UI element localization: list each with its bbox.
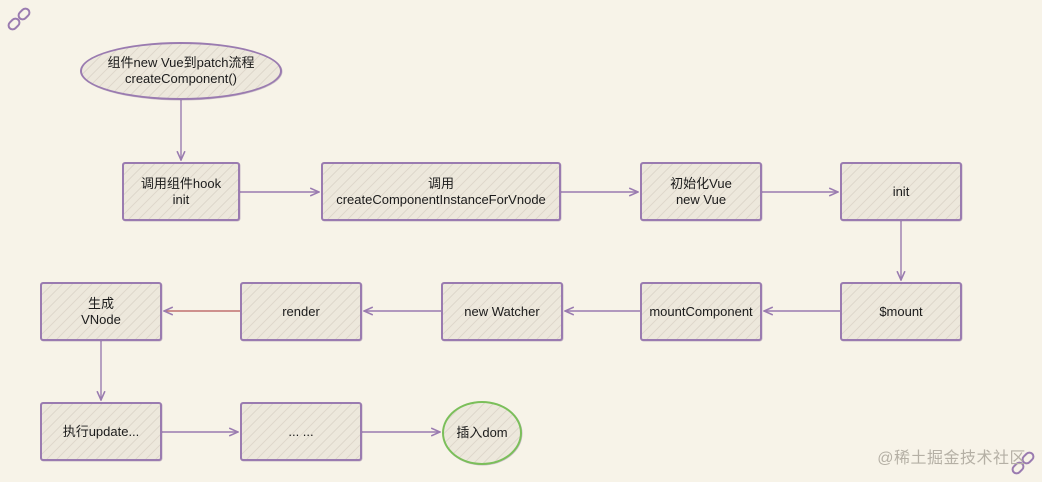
node-hook-init-label: 调用组件hook init	[140, 175, 222, 207]
node-init-label: init	[892, 183, 910, 199]
node-update: 执行update...	[40, 402, 162, 461]
node-ellipsis-label: ... ...	[288, 423, 314, 439]
node-mount-component: mountComponent	[640, 282, 762, 341]
node-render: render	[240, 282, 362, 341]
node-insert-dom: 插入dom	[442, 401, 522, 465]
node-render-label: render	[282, 303, 320, 319]
node-init-vue-label: 初始化Vue new Vue	[670, 175, 732, 207]
node-hook-init: 调用组件hook init	[122, 162, 240, 221]
node-create-instance-label: 调用 createComponentInstanceForVnode	[336, 175, 546, 207]
node-init-vue: 初始化Vue new Vue	[640, 162, 762, 221]
link-icon	[1011, 451, 1035, 475]
node-mount-component-label: mountComponent	[649, 303, 753, 319]
node-new-watcher: new Watcher	[441, 282, 563, 341]
node-init: init	[840, 162, 962, 221]
node-new-watcher-label: new Watcher	[464, 303, 540, 319]
node-ellipsis: ... ...	[240, 402, 362, 461]
link-icon	[7, 7, 31, 31]
node-mount-label: $mount	[879, 303, 923, 319]
watermark: @稀土掘金技术社区	[877, 450, 1026, 467]
node-update-label: 执行update...	[62, 423, 140, 439]
node-mount: $mount	[840, 282, 962, 341]
node-gen-vnode-label: 生成 VNode	[81, 295, 121, 327]
node-start-label: 组件new Vue到patch流程 createComponent()	[107, 55, 255, 86]
node-insert-dom-label: 插入dom	[456, 425, 508, 440]
node-start: 组件new Vue到patch流程 createComponent()	[80, 42, 282, 100]
node-create-instance: 调用 createComponentInstanceForVnode	[321, 162, 561, 221]
node-gen-vnode: 生成 VNode	[40, 282, 162, 341]
